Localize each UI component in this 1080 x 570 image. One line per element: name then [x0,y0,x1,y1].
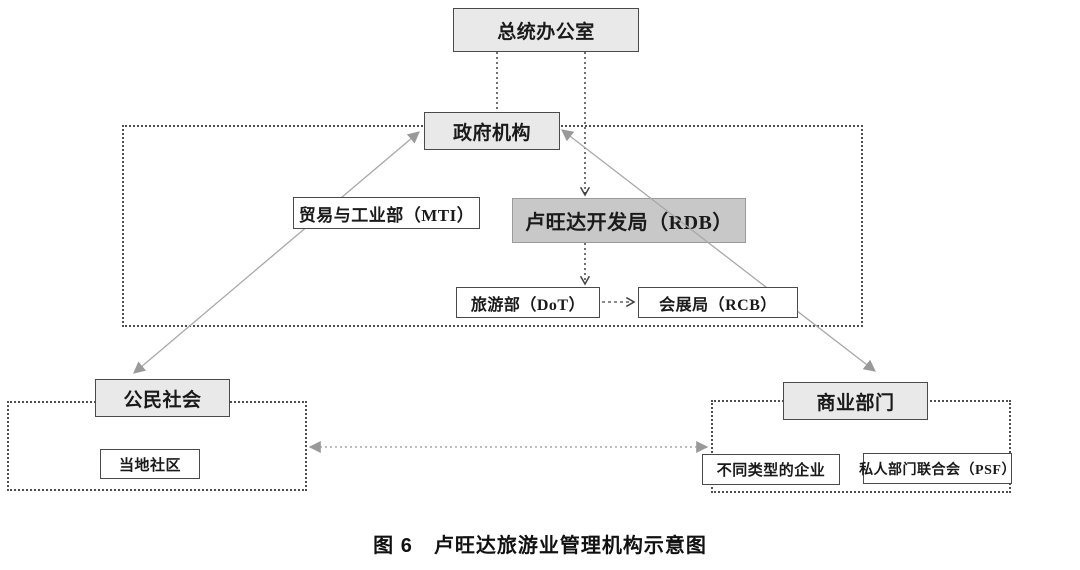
node-psf: 私人部门联合会（PSF） [859,453,1015,484]
node-dot-label: 旅游部（DoT） [470,296,586,314]
node-president-office-label: 总统办公室 [497,21,595,43]
node-rcb-label: 会展局（RCB） [659,296,777,314]
edge-government-business [561,129,876,372]
node-local-community-label: 当地社区 [118,457,181,474]
node-business-sector: 商业部门 [783,382,928,420]
figure-caption: 图 6 卢旺达旅游业管理机构示意图 [373,535,707,557]
node-civil-society: 公民社会 [95,379,230,417]
node-mti: 贸易与工业部（MTI） [293,197,480,229]
node-enterprises-label: 不同类型的企业 [716,463,826,479]
node-mti-label: 贸易与工业部（MTI） [298,205,475,225]
node-civil-society-label: 公民社会 [123,389,202,411]
node-dot: 旅游部（DoT） [456,287,600,318]
node-enterprises: 不同类型的企业 [702,454,840,485]
node-government-agencies: 政府机构 [424,112,560,150]
node-local-community: 当地社区 [100,449,200,479]
node-government-agencies-label: 政府机构 [452,122,531,144]
node-psf-label: 私人部门联合会（PSF） [859,462,1016,478]
node-president-office: 总统办公室 [453,8,639,52]
node-business-sector-label: 商业部门 [816,392,895,414]
edge-government-civil [133,131,420,374]
node-rcb: 会展局（RCB） [638,287,798,318]
